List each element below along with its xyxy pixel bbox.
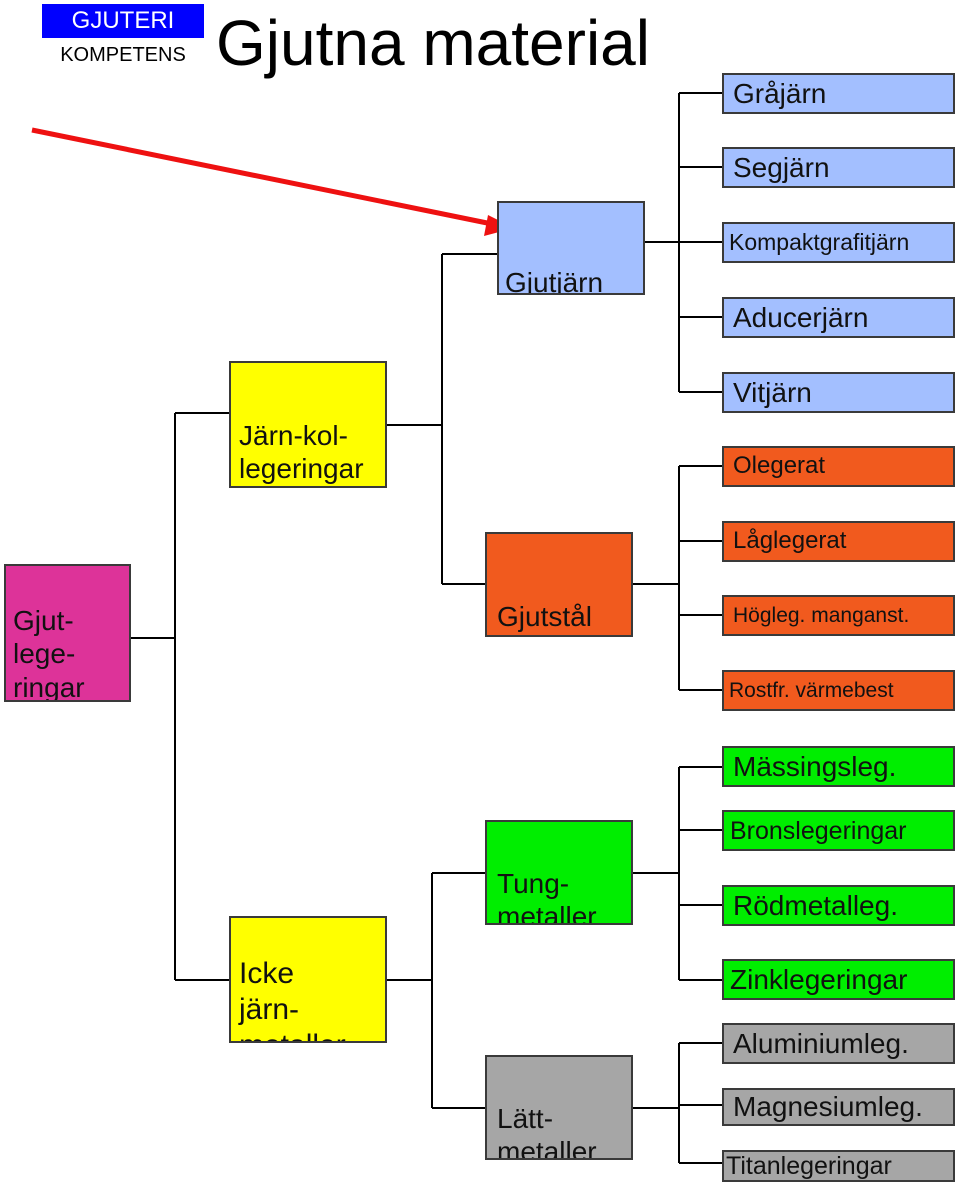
leaf-aluminiumleg-label: Aluminiumleg. (733, 1027, 909, 1059)
node-gjutstal-label: Gjutstål (497, 600, 592, 632)
leaf-aducerjarn-label: Aducerjärn (733, 301, 869, 333)
node-gjutlegeringar-label: Gjut- lege- ringar (13, 604, 85, 702)
leaf-laglegerat: Låglegerat (722, 521, 955, 562)
leaf-vitjarn-label: Vitjärn (733, 376, 812, 408)
leaf-titanlegeringar-label: Titanlegeringar (726, 1152, 892, 1180)
leaf-aluminiumleg: Aluminiumleg. (722, 1023, 955, 1064)
node-tungmetaller-label: Tung- metaller (497, 867, 597, 925)
node-gjutjarn-label: Gjutjärn (505, 266, 604, 295)
leaf-bronslegeringar-label: Bronslegeringar (730, 816, 907, 845)
leaf-olegerat: Olegerat (722, 446, 955, 487)
connector-lattmetaller (633, 1042, 722, 1164)
leaf-aducerjarn: Aducerjärn (722, 297, 955, 338)
leaf-rostfr-varmebest: Rostfr. värmebest (722, 670, 955, 711)
connector-gjutstal (633, 465, 722, 691)
leaf-grajarn: Gråjärn (722, 73, 955, 114)
leaf-hogleg-manganst-label: Högleg. manganst. (733, 603, 910, 627)
connector-tungmetaller (633, 766, 722, 981)
leaf-grajarn-label: Gråjärn (733, 77, 827, 109)
node-icke-jarnmetaller: Icke järn- metaller (229, 916, 387, 1043)
leaf-olegerat-label: Olegerat (733, 452, 826, 480)
connector-ickejarn (387, 872, 485, 1109)
leaf-titanlegeringar: Titanlegeringar (722, 1150, 955, 1182)
leaf-bronslegeringar: Bronslegeringar (722, 810, 955, 851)
leaf-zinklegeringar: Zinklegeringar (722, 959, 955, 1000)
leaf-laglegerat-label: Låglegerat (733, 527, 847, 555)
leaf-massingsleg-label: Mässingsleg. (733, 750, 897, 782)
node-tungmetaller: Tung- metaller (485, 820, 633, 925)
arrow-line (31, 127, 498, 228)
leaf-zinklegeringar-label: Zinklegeringar (730, 963, 908, 995)
connector-root (131, 412, 229, 981)
node-gjutjarn: Gjutjärn (497, 201, 645, 295)
leaf-magnesiumleg-label: Magnesiumleg. (733, 1091, 923, 1123)
leaf-rodmetalleg-label: Rödmetalleg. (733, 889, 898, 921)
node-gjutstal: Gjutstål (485, 532, 633, 637)
node-gjutlegeringar: Gjut- lege- ringar (4, 564, 131, 702)
connector-jarnkol (387, 253, 497, 585)
leaf-segjarn-label: Segjärn (733, 151, 830, 183)
arrow (31, 127, 514, 236)
leaf-rodmetalleg: Rödmetalleg. (722, 885, 955, 926)
node-lattmetaller: Lätt- metaller (485, 1055, 633, 1160)
node-jarn-kol-legeringar: Järn-kol- legeringar (229, 361, 387, 488)
leaf-segjarn: Segjärn (722, 147, 955, 188)
logo-line-1: GJUTERI (42, 4, 204, 38)
page-title: Gjutna material (216, 7, 650, 79)
leaf-massingsleg: Mässingsleg. (722, 746, 955, 787)
node-icke-jarnmetaller-label: Icke järn- metaller (239, 957, 346, 1041)
leaf-vitjarn: Vitjärn (722, 372, 955, 413)
leaf-kompaktgrafitjarn: Kompaktgrafitjärn (722, 222, 955, 263)
leaf-magnesiumleg: Magnesiumleg. (722, 1088, 955, 1126)
logo: GJUTERI KOMPETENS (42, 4, 204, 68)
leaf-rostfr-varmebest-label: Rostfr. värmebest (729, 678, 894, 702)
logo-line-2: KOMPETENS (42, 38, 204, 68)
node-lattmetaller-label: Lätt- metaller (497, 1102, 597, 1160)
node-jarn-kol-legeringar-label: Järn-kol- legeringar (239, 419, 364, 485)
connector-gjutjarn (645, 92, 722, 393)
leaf-hogleg-manganst: Högleg. manganst. (722, 595, 955, 636)
leaf-kompaktgrafitjarn-label: Kompaktgrafitjärn (729, 228, 910, 255)
